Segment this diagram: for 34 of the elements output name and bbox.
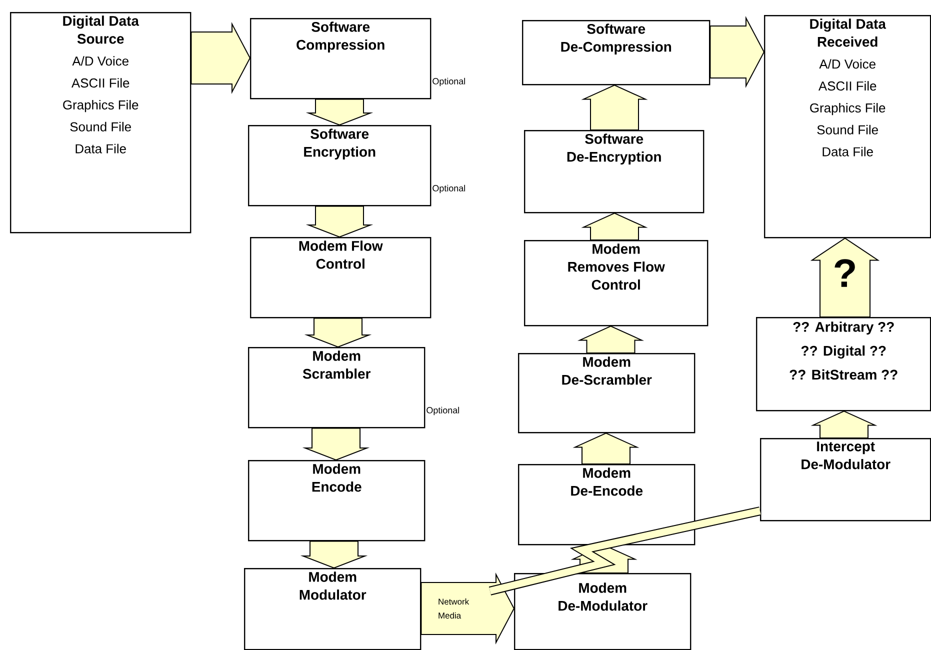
process-box: Modem De-Modulator [514, 573, 692, 650]
process-box: Software De-Compression [522, 20, 710, 86]
note: Optional [432, 184, 465, 194]
block-arrow [572, 432, 640, 464]
block-arrow [810, 410, 878, 438]
block-arrow [304, 318, 372, 348]
process-box: Modem Removes Flow Control [524, 240, 708, 326]
process-box: Software De-Encryption [524, 130, 704, 214]
block-arrow [306, 98, 374, 126]
process-box: Software Compression [250, 18, 432, 100]
block-arrow [581, 84, 648, 130]
process-box: ?? Arbitrary ?? ?? Digital ?? ?? BitStream ?? [756, 317, 931, 412]
block-arrow [190, 22, 251, 94]
process-box: Modem De-Scrambler [518, 353, 696, 434]
process-box: Intercept De-Modulator [760, 438, 931, 522]
data-list-box: Digital Data Received A/D Voice ASCII File Graphics File Sound File Data File [764, 15, 931, 238]
note: Optional [426, 406, 459, 416]
block-arrow [710, 16, 765, 88]
process-box: Software Encryption [248, 125, 432, 206]
lightning-bolt [488, 506, 761, 596]
process-box: Modem Scrambler [248, 347, 426, 428]
process-box: Modem Encode [248, 460, 426, 542]
process-box: Modem Modulator [244, 568, 422, 650]
edge-label: ? [834, 259, 855, 287]
edge-label: Network Media [438, 598, 470, 619]
process-box: Modem De-Encode [518, 464, 696, 546]
note: Optional [432, 78, 465, 86]
block-arrow [300, 540, 368, 569]
block-arrow [306, 206, 374, 238]
process-box: Modem Flow Control [250, 237, 432, 318]
data-list-box: Digital Data Source A/D Voice ASCII File Graphics File Sound File Data File [10, 12, 192, 234]
block-arrow [302, 428, 370, 461]
block-arrow [577, 326, 644, 354]
block-arrow [581, 212, 648, 240]
